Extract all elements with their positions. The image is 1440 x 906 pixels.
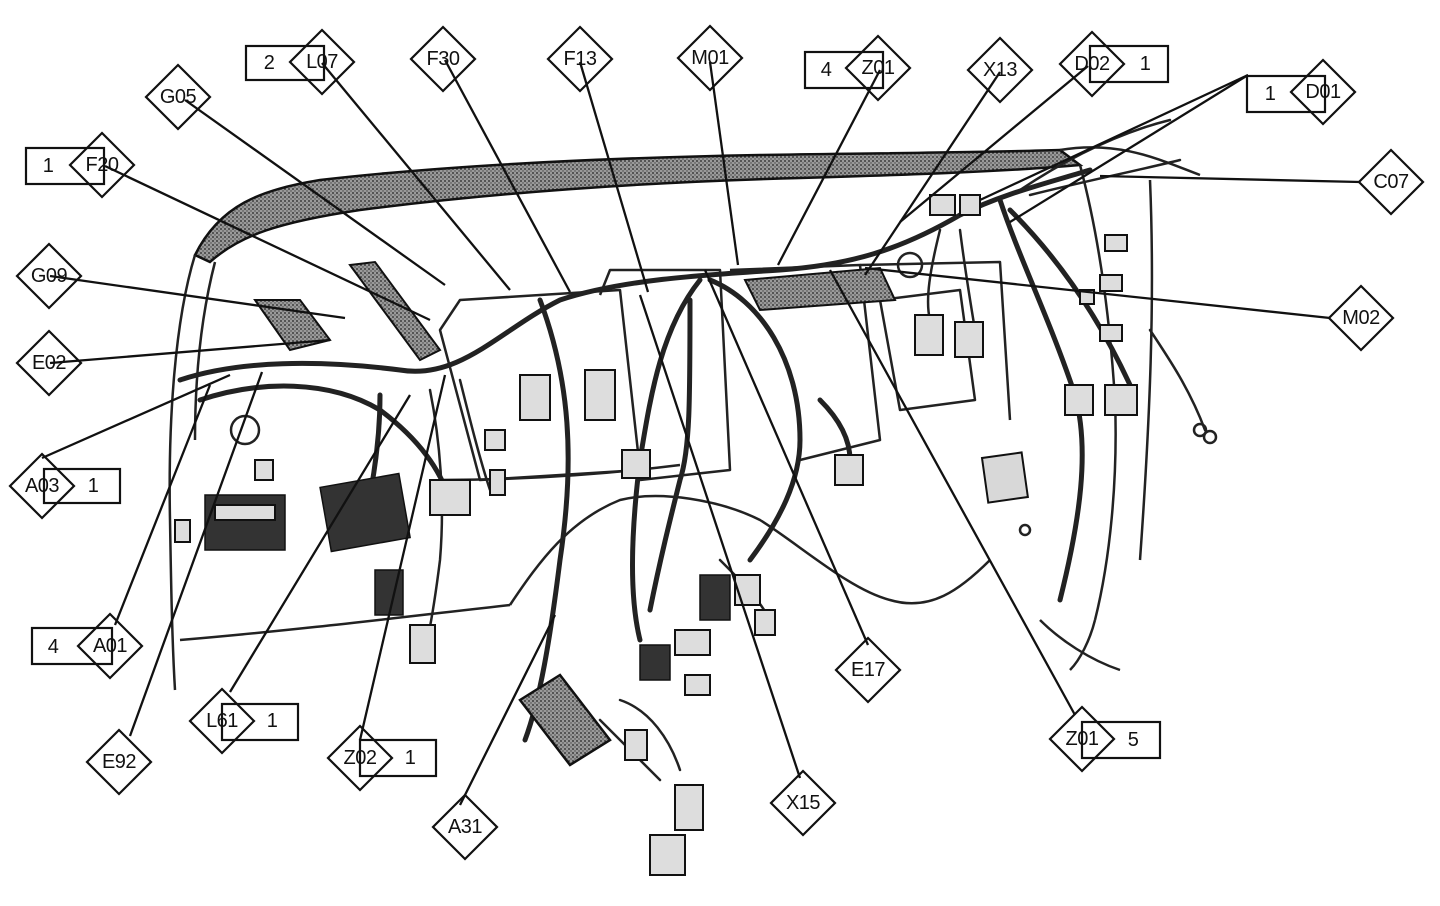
- callout-E92-label: E92: [102, 751, 136, 773]
- callout-F20-label: F20: [86, 154, 119, 176]
- leader-L61: [229, 394, 411, 693]
- callout-A01: 4 A01: [30, 612, 144, 680]
- callout-F13: F13: [546, 25, 614, 93]
- leader-E92: [128, 371, 264, 737]
- callout-A03-label: A03: [25, 475, 59, 497]
- callout-C07: C07: [1357, 148, 1425, 216]
- callout-D01-number: 1: [1265, 83, 1276, 105]
- leader-A03: [41, 373, 231, 460]
- callout-Z01-bottom-label: Z01: [1066, 728, 1099, 750]
- callout-L61: L61 1: [188, 687, 300, 755]
- callout-X13-label: X13: [983, 59, 1017, 81]
- callout-G09: G09: [15, 242, 83, 310]
- callout-G09-label: G09: [31, 265, 68, 287]
- callout-A03: A03 1: [8, 452, 122, 520]
- leader-X15: [638, 294, 802, 779]
- callout-D02: D02 1: [1058, 30, 1170, 98]
- leader-G05: [184, 99, 446, 286]
- callout-D02-number: 1: [1140, 53, 1151, 75]
- callout-A01-label: A01: [93, 635, 127, 657]
- callout-A01-number: 4: [48, 636, 59, 658]
- leader-G09: [49, 274, 346, 320]
- callout-D01: 1 D01: [1245, 58, 1357, 126]
- callout-L61-label: L61: [206, 710, 238, 732]
- callout-F30: F30: [409, 25, 477, 93]
- callout-F20: 1 F20: [24, 131, 136, 199]
- leader-X13: [864, 71, 1001, 276]
- callout-M02-label: M02: [1342, 307, 1380, 329]
- callout-X15: X15: [769, 769, 837, 837]
- callout-C07-label: C07: [1373, 171, 1409, 193]
- callout-L07-number: 2: [264, 52, 275, 74]
- leader-M01: [708, 61, 740, 266]
- dashboard-illustration: [168, 118, 1218, 876]
- leader-D01-a: [979, 73, 1249, 202]
- leader-L07: [321, 62, 511, 291]
- leader-Z01-top: [776, 69, 882, 266]
- callout-Z01-top-label: Z01: [862, 57, 895, 79]
- callouts: 2 L07 F30 F13 M01 4 Z01 X13: [8, 24, 1425, 861]
- callout-A31: A31: [431, 793, 499, 861]
- callout-G05-label: G05: [160, 86, 197, 108]
- callout-A03-number: 1: [88, 475, 99, 497]
- callout-L07-label: L07: [306, 51, 338, 73]
- callout-E02-label: E02: [32, 352, 66, 374]
- callout-M02: M02: [1327, 284, 1395, 352]
- callout-X15-label: X15: [786, 792, 820, 814]
- callout-F30-label: F30: [427, 48, 460, 70]
- callout-E02: E02: [15, 329, 83, 397]
- callout-A31-label: A31: [448, 816, 482, 838]
- callout-E17-label: E17: [851, 659, 885, 681]
- callout-Z01-bottom-number: 5: [1128, 729, 1139, 751]
- callout-M01-label: M01: [691, 47, 729, 69]
- leader-A31: [458, 614, 557, 806]
- callout-L07: 2 L07: [244, 28, 356, 96]
- leader-D02: [899, 65, 1089, 223]
- callout-Z02-label: Z02: [344, 747, 377, 769]
- callout-G05: G05: [144, 63, 212, 131]
- callout-F13-label: F13: [564, 48, 597, 70]
- callout-E17: E17: [834, 636, 902, 704]
- callout-E92: E92: [85, 728, 153, 796]
- callout-M01: M01: [676, 24, 744, 92]
- leader-E02: [49, 338, 331, 365]
- leader-A01: [113, 384, 212, 626]
- callout-Z02: Z02 1: [326, 724, 438, 792]
- callout-F20-number: 1: [43, 155, 54, 177]
- leader-Z02: [358, 374, 447, 741]
- leader-F20: [104, 164, 431, 322]
- leader-E17: [703, 269, 870, 646]
- leader-D01-b: [1009, 74, 1249, 223]
- callout-L61-number: 1: [267, 710, 278, 732]
- callout-D01-label: D01: [1305, 81, 1341, 103]
- callout-Z01-top-number: 4: [821, 59, 832, 81]
- leader-F30: [443, 59, 572, 293]
- callout-X13: X13: [966, 36, 1034, 104]
- callout-Z02-number: 1: [405, 747, 416, 769]
- leader-Z01-bottom: [828, 269, 1077, 716]
- leader-F13: [578, 61, 650, 293]
- leader-C07: [1099, 174, 1361, 184]
- callout-D02-label: D02: [1074, 53, 1110, 75]
- callout-Z01-bottom: Z01 5: [1048, 705, 1162, 773]
- leader-M02: [864, 266, 1331, 320]
- leader-lines: [41, 59, 1361, 806]
- callout-Z01-top: 4 Z01: [803, 34, 912, 102]
